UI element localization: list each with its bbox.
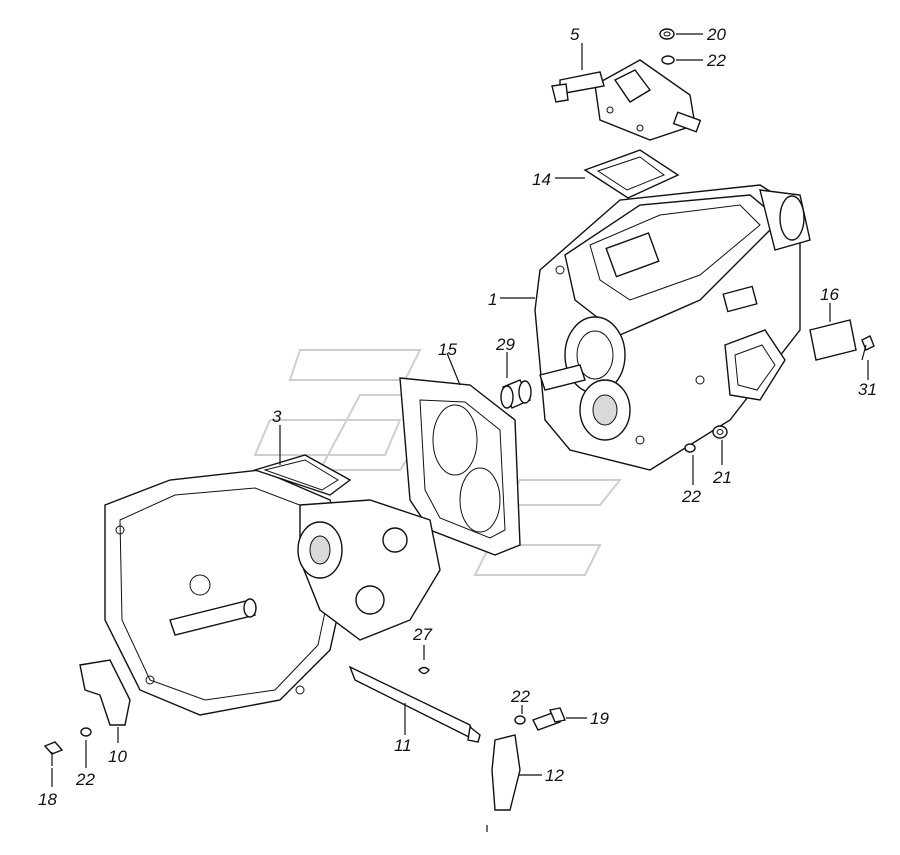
- part-22-washer-top: [661, 55, 675, 65]
- callout-16: 16: [820, 285, 839, 304]
- callout-22-lower-left: 22: [75, 770, 95, 789]
- part-22-washer-right: [684, 443, 696, 453]
- part-22-washer-lower-left: [80, 727, 92, 737]
- callout-10: 10: [108, 747, 127, 766]
- callout-1: 1: [488, 290, 497, 309]
- part-3-clutch-housing: [104, 454, 441, 716]
- part-19-bolt: [532, 707, 566, 731]
- callout-29: 29: [495, 335, 515, 354]
- callout-27: 27: [412, 625, 432, 644]
- callout-14: 14: [532, 170, 551, 189]
- callout-labels: 5 20 22 14 1 15 29 16 31 22 21 3 10 22 1…: [38, 25, 877, 809]
- part-12-lever: [491, 734, 521, 811]
- part-18-bolt: [43, 741, 64, 766]
- callout-3: 3: [272, 407, 282, 426]
- callout-31: 31: [858, 380, 877, 399]
- part-11-shaft: [348, 665, 481, 743]
- part-5-shift-mechanism: [551, 59, 702, 141]
- leader-lines: [51, 33, 869, 787]
- part-1-gearbox-housing: [534, 184, 811, 471]
- callout-11: 11: [394, 736, 412, 755]
- callout-22-bottom: 22: [510, 687, 530, 706]
- part-14-gasket: [583, 149, 680, 199]
- callout-20: 20: [706, 25, 726, 44]
- callout-12: 12: [545, 766, 564, 785]
- callout-18: 18: [38, 790, 57, 809]
- callout-5: 5: [570, 25, 580, 44]
- part-21-nut: [712, 425, 728, 439]
- part-27-key: [418, 666, 430, 675]
- callout-15: 15: [438, 340, 457, 359]
- callout-22-right: 22: [681, 487, 701, 506]
- callout-19: 19: [590, 709, 609, 728]
- callout-22-top: 22: [706, 51, 726, 70]
- part-10-fork: [79, 659, 131, 726]
- part-16-plate: [809, 319, 857, 361]
- callout-21: 21: [712, 468, 732, 487]
- part-29-bearing: [500, 379, 532, 409]
- part-15-gasket: [399, 377, 521, 556]
- part-31-screw: [861, 335, 875, 361]
- part-22-washer-bottom: [514, 715, 526, 725]
- part-20-nut: [659, 28, 675, 40]
